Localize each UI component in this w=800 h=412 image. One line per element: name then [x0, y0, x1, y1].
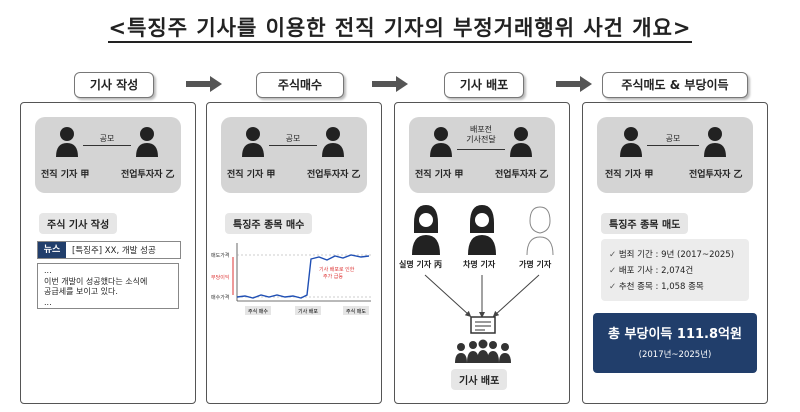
- journalist-label: 전직 기자 甲: [605, 170, 654, 180]
- news-headline: [특징주] XX, 개발 성공: [72, 246, 156, 256]
- total-profit-label: 총 부당이득 111.8억원: [608, 327, 742, 342]
- y-label-low: 매수가격: [211, 294, 229, 301]
- chart-annotation: 주가 급등: [323, 273, 343, 280]
- panel-buy-stock: 공모 전직 기자 甲 전업투자자 乙 특징주 종목 매수 매도가격 부당이익 매…: [206, 102, 382, 404]
- distribution-arrows: [424, 274, 540, 318]
- section-label: 특징주 종목 매도: [601, 213, 689, 234]
- y-label-high: 매도가격: [211, 252, 229, 259]
- journalist-label: 전직 기자 甲: [415, 170, 464, 180]
- person-icon: [242, 127, 264, 157]
- chart-annotation: 기사 배포로 인한: [319, 266, 355, 273]
- conspiracy-link: [647, 145, 699, 146]
- news-body-line: 이번 개발이 성공했다는 소식에: [44, 276, 148, 286]
- arrow-right-icon: [556, 76, 592, 92]
- pre-share-box: 배포전 기사전달 전직 기자 甲 전업투자자 乙: [409, 117, 555, 193]
- panel-write-article: 공모 전직 기자 甲 전업투자자 乙 주식 기사 작성 뉴스 [특징주] XX,…: [20, 102, 196, 404]
- news-body-line: ...: [44, 297, 52, 307]
- person-icon: [136, 127, 158, 157]
- conspiracy-label: 공모: [99, 134, 115, 143]
- pre-share-label-line: 기사전달: [466, 135, 496, 144]
- step-sell-and-profit: 주식매도 & 부당이득: [602, 72, 748, 98]
- section-label: 주식 기사 작성: [39, 213, 118, 234]
- conspiracy-link: [83, 145, 131, 146]
- fact-item: ✓ 범죄 기간 : 9년 (2017~2025): [609, 250, 735, 260]
- conspiracy-label: 공모: [665, 134, 681, 143]
- x-label: 주식 매도: [346, 308, 366, 315]
- person-icon: [56, 127, 78, 157]
- newspaper-crowd-icon: [455, 316, 511, 363]
- person-icon: [430, 127, 452, 157]
- total-profit-period: (2017년~2025년): [638, 350, 712, 360]
- distribution-label: 기사 배포: [451, 369, 508, 390]
- panel-distribute-article: 배포전 기사전달 전직 기자 甲 전업투자자 乙 실명 기자 丙 차명 기자 가…: [394, 102, 570, 404]
- investor-label: 전업투자자 乙: [495, 170, 549, 180]
- reporter-label: 차명 기자: [463, 260, 496, 269]
- conspiracy-label: 공모: [285, 134, 301, 143]
- person-icon: [322, 127, 344, 157]
- fact-item: ✓ 추천 종목 : 1,058 종목: [609, 282, 704, 292]
- fact-item: ✓ 배포 기사 : 2,074건: [609, 266, 694, 276]
- step-write-article: 기사 작성: [74, 72, 154, 98]
- reporter-label: 가명 기자: [519, 260, 552, 269]
- person-icon: [620, 127, 642, 157]
- conspiracy-box: 공모 전직 기자 甲 전업투자자 乙: [221, 117, 367, 193]
- section-label: 특징주 종목 매수: [225, 213, 313, 234]
- news-header: 뉴스 [특징주] XX, 개발 성공: [37, 241, 181, 259]
- person-icon: [510, 127, 532, 157]
- conspiracy-link: [269, 145, 317, 146]
- journalist-label: 전직 기자 甲: [41, 170, 90, 180]
- journalist-label: 전직 기자 甲: [227, 170, 276, 180]
- arrow-right-icon: [186, 76, 222, 92]
- pre-share-label: 배포전 기사전달: [455, 125, 507, 145]
- investor-label: 전업투자자 乙: [689, 170, 743, 180]
- news-body-line: 공급세를 보이고 있다.: [44, 287, 118, 296]
- news-tag: 뉴스: [38, 242, 66, 258]
- person-icon: [704, 127, 726, 157]
- x-label: 기사 배포: [298, 308, 318, 315]
- conspiracy-box: 공모 전직 기자 甲 전업투자자 乙: [35, 117, 181, 193]
- panel-sell-and-profit: 공모 전직 기자 甲 전업투자자 乙 특징주 종목 매도 ✓ 범죄 기간 : 9…: [582, 102, 768, 404]
- female-reporter-icon: [412, 205, 440, 255]
- total-profit-box: 총 부당이득 111.8억원 (2017년~2025년): [593, 313, 757, 373]
- y-label-mid: 부당이익: [211, 274, 229, 281]
- news-body-line: ...: [44, 266, 52, 275]
- step-distribute-article: 기사 배포: [444, 72, 524, 98]
- page-title: <특징주 기사를 이용한 전직 기자의 부정거래행위 사건 개요>: [0, 12, 800, 43]
- arrow-right-icon: [372, 76, 408, 92]
- conspiracy-box: 공모 전직 기자 甲 전업투자자 乙: [597, 117, 753, 193]
- pre-share-link: [457, 149, 505, 150]
- pre-share-label-line: 배포전: [469, 125, 493, 134]
- female-reporter-icon: [468, 205, 496, 255]
- news-body: ... 이번 개발이 성공했다는 소식에 공급세를 보이고 있다. ...: [37, 263, 179, 309]
- price-chart: 매도가격 부당이익 매수가격 기사 배포로 인한 주가 급등 주식 매수 기사 …: [211, 243, 371, 315]
- x-label: 주식 매수: [248, 308, 268, 315]
- investor-label: 전업투자자 乙: [121, 170, 175, 180]
- reporter-label: 실명 기자 丙: [399, 260, 443, 269]
- step-buy-stock: 주식매수: [256, 72, 344, 98]
- facts-box: ✓ 범죄 기간 : 9년 (2017~2025) ✓ 배포 기사 : 2,074…: [601, 239, 749, 301]
- investor-label: 전업투자자 乙: [307, 170, 361, 180]
- anonymous-reporter-icon: [526, 206, 554, 255]
